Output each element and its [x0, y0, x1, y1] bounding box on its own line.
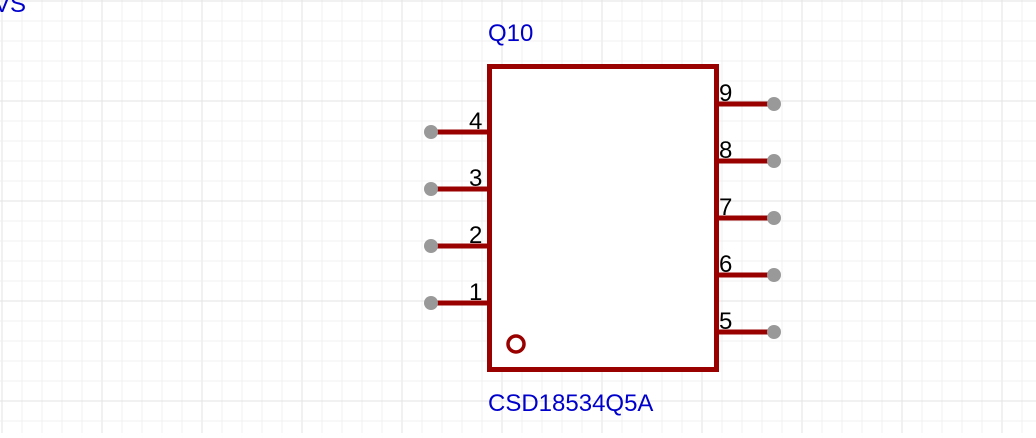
pin-number: 3	[469, 165, 482, 192]
pin-number: 8	[719, 137, 732, 164]
part-number-label[interactable]: CSD18534Q5A	[488, 390, 653, 417]
pin1-indicator-icon	[506, 334, 526, 354]
pin-number: 1	[469, 279, 482, 306]
pin-endpoint-icon[interactable]	[767, 97, 781, 111]
pin-endpoint-icon[interactable]	[424, 125, 438, 139]
pin-endpoint-icon[interactable]	[767, 325, 781, 339]
component-body[interactable]	[487, 64, 719, 372]
pin-endpoint-icon[interactable]	[767, 154, 781, 168]
cropped-net-label: VS	[0, 0, 26, 18]
component-q10[interactable]: Q10 4G3S2S1S 9D8D7D6D5D CSD18534Q5A	[424, 20, 781, 417]
pin-number: 7	[719, 194, 732, 221]
pin-number: 2	[469, 222, 482, 249]
pin-endpoint-icon[interactable]	[767, 211, 781, 225]
pin-endpoint-icon[interactable]	[424, 296, 438, 310]
pin-endpoint-icon[interactable]	[424, 239, 438, 253]
pin-number: 6	[719, 251, 732, 278]
pin-number: 4	[469, 108, 482, 135]
pin-number: 5	[719, 308, 732, 335]
pin-number: 9	[719, 80, 732, 107]
pin-endpoint-icon[interactable]	[767, 268, 781, 282]
designator-label[interactable]: Q10	[488, 20, 533, 47]
pin-endpoint-icon[interactable]	[424, 182, 438, 196]
